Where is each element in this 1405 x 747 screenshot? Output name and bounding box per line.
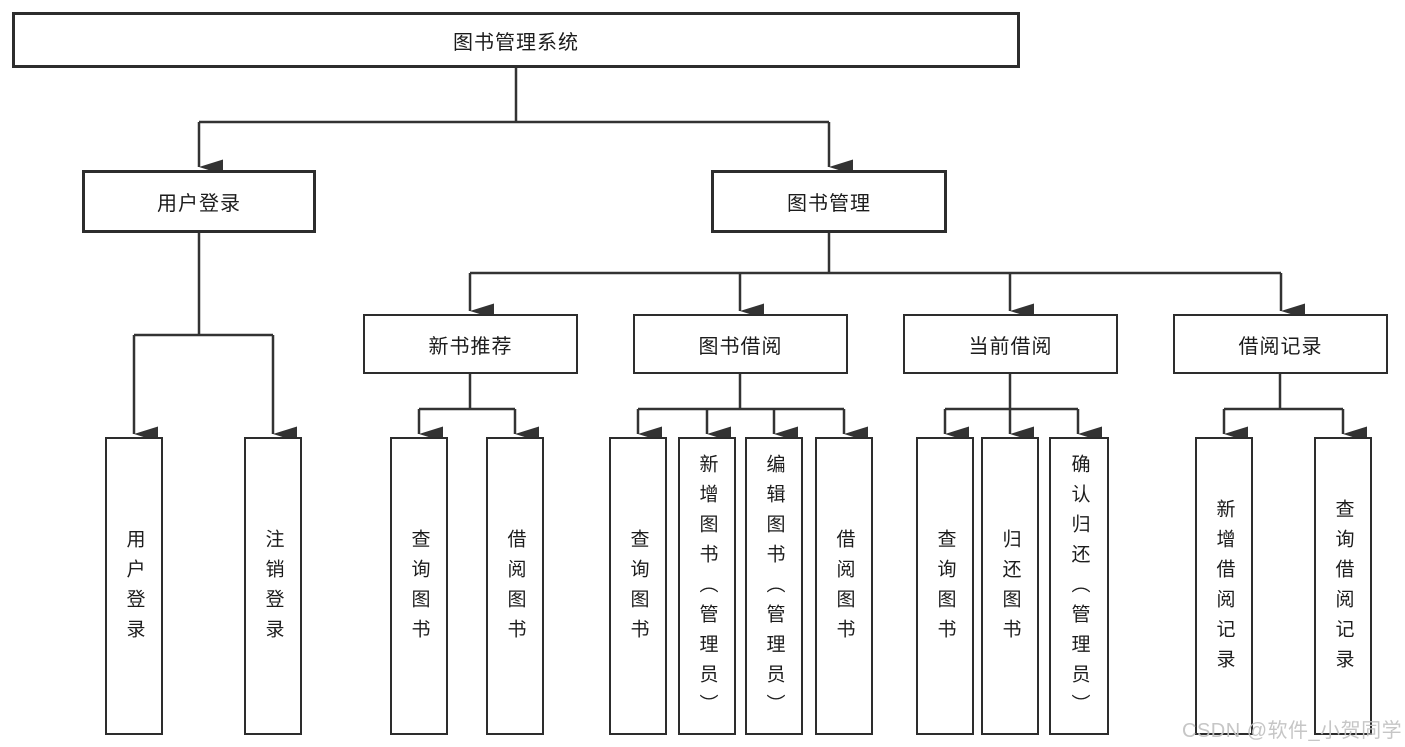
node-add-borrow-record: 新增借阅记录 [1195, 437, 1253, 735]
csdn-watermark: CSDN @软件_小贺同学 [1182, 720, 1403, 742]
node-library-management-system: 图书管理系统 [12, 12, 1020, 68]
node-borrowing-records: 借阅记录 [1173, 314, 1388, 374]
node-query-books-recommend: 查询图书 [390, 437, 448, 735]
node-add-books-admin: 新增图书（管理员） [678, 437, 736, 735]
node-logout-action: 注销登录 [244, 437, 302, 735]
node-user-login-action: 用户登录 [105, 437, 163, 735]
node-current-borrowing: 当前借阅 [903, 314, 1118, 374]
node-borrow-books-action: 借阅图书 [815, 437, 873, 735]
node-confirm-return-admin: 确认归还（管理员） [1049, 437, 1109, 735]
node-query-borrow-record: 查询借阅记录 [1314, 437, 1372, 735]
node-new-book-recommend: 新书推荐 [363, 314, 578, 374]
node-user-login: 用户登录 [82, 170, 316, 233]
node-book-borrowing: 图书借阅 [633, 314, 848, 374]
node-book-management: 图书管理 [711, 170, 947, 233]
node-return-books: 归还图书 [981, 437, 1039, 735]
node-query-books-current: 查询图书 [916, 437, 974, 735]
node-query-books-borrow: 查询图书 [609, 437, 667, 735]
node-edit-books-admin: 编辑图书（管理员） [745, 437, 803, 735]
node-borrow-books-recommend: 借阅图书 [486, 437, 544, 735]
